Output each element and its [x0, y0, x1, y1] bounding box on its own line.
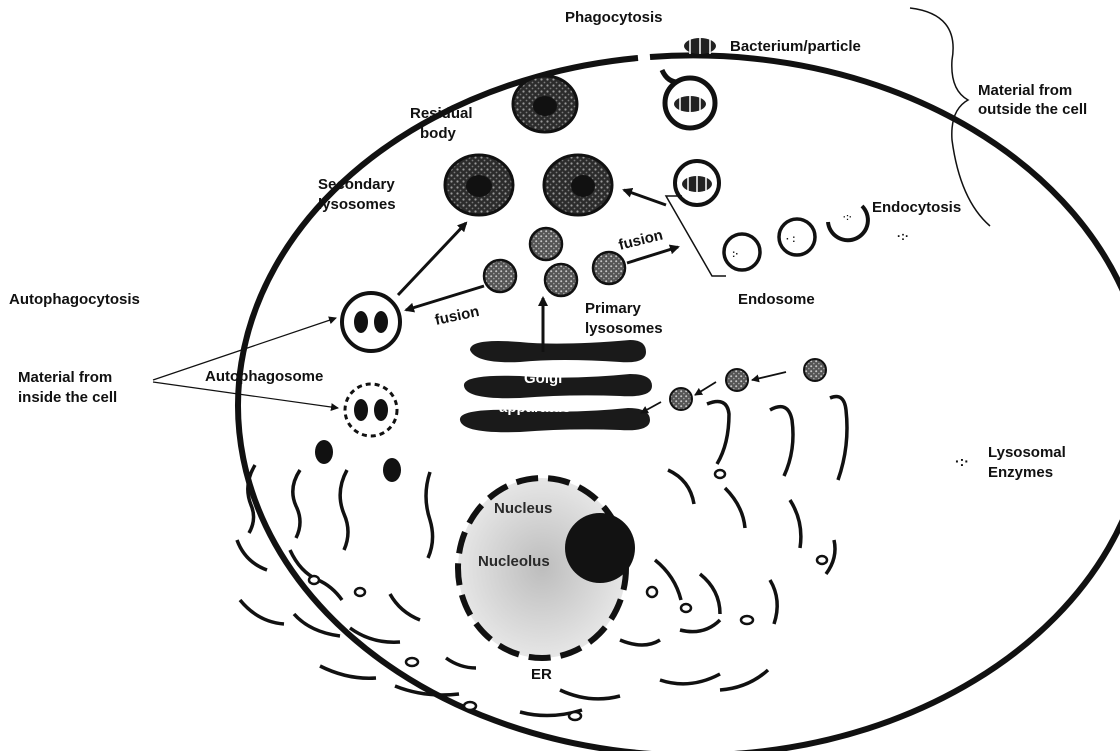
golgi-vesicles	[670, 359, 826, 410]
label-residual-body-2: body	[420, 125, 456, 142]
endocytic-pit: ·:·	[828, 206, 868, 240]
residual-body	[513, 76, 577, 132]
label-material-outside-1: Material from	[978, 82, 1072, 99]
bacterium-icon	[684, 38, 716, 54]
label-phagocytosis: Phagocytosis	[565, 9, 663, 26]
svg-text::·: :·	[732, 249, 739, 260]
svg-text:· :: · :	[786, 234, 795, 245]
label-lysosomal-enzymes-1: Lysosomal	[988, 444, 1066, 461]
label-autophagosome: Autophagosome	[205, 368, 323, 385]
label-lysosomal-enzymes-2: Enzymes	[988, 464, 1053, 481]
label-fusion-right: fusion	[617, 226, 665, 253]
autophagosome-forming	[345, 384, 397, 436]
secondary-lysosome-left	[445, 155, 513, 215]
phagosome	[665, 78, 715, 128]
secondary-lysosome-right	[544, 155, 612, 215]
svg-text:·:·: ·:·	[955, 453, 969, 469]
label-material-inside-1: Material from	[18, 369, 112, 386]
primary-lysosomes	[484, 228, 625, 296]
label-fusion-left: fusion	[433, 303, 481, 329]
label-material-inside-2: inside the cell	[18, 389, 117, 406]
label-er: ER	[531, 666, 552, 683]
label-secondary-lysosomes-1: Secondary	[318, 176, 395, 193]
label-golgi-1: Golgi	[524, 370, 562, 387]
enzyme-legend-icon: ·:·	[955, 453, 969, 469]
svg-text:·:·: ·:·	[897, 229, 909, 243]
nucleolus	[565, 513, 635, 583]
phagosome-internal	[675, 161, 719, 205]
label-primary-lysosomes-1: Primary	[585, 300, 642, 317]
endosome-bracket	[666, 196, 726, 276]
label-secondary-lysosomes-2: lysosomes	[318, 196, 396, 213]
label-primary-lysosomes-2: lysosomes	[585, 320, 663, 337]
er-left	[237, 465, 476, 695]
label-golgi-2: apparatus	[499, 399, 571, 416]
svg-text:·:·: ·:·	[843, 212, 852, 222]
label-material-outside-2: outside the cell	[978, 101, 1087, 118]
label-endosome: Endosome	[738, 291, 815, 308]
extracellular-enzymes: ·:·	[897, 229, 909, 243]
label-bacterium-particle: Bacterium/particle	[730, 38, 861, 55]
label-nucleus: Nucleus	[494, 500, 552, 517]
autophagosome-mature	[342, 293, 400, 351]
autophagy-cargo	[315, 440, 401, 482]
label-endocytosis: Endocytosis	[872, 199, 961, 216]
endosome-vesicles: · : :·	[724, 219, 815, 270]
label-nucleolus: Nucleolus	[478, 553, 550, 570]
label-residual-body-1: Residual	[410, 105, 473, 122]
label-autophagocytosis: Autophagocytosis	[9, 291, 140, 308]
